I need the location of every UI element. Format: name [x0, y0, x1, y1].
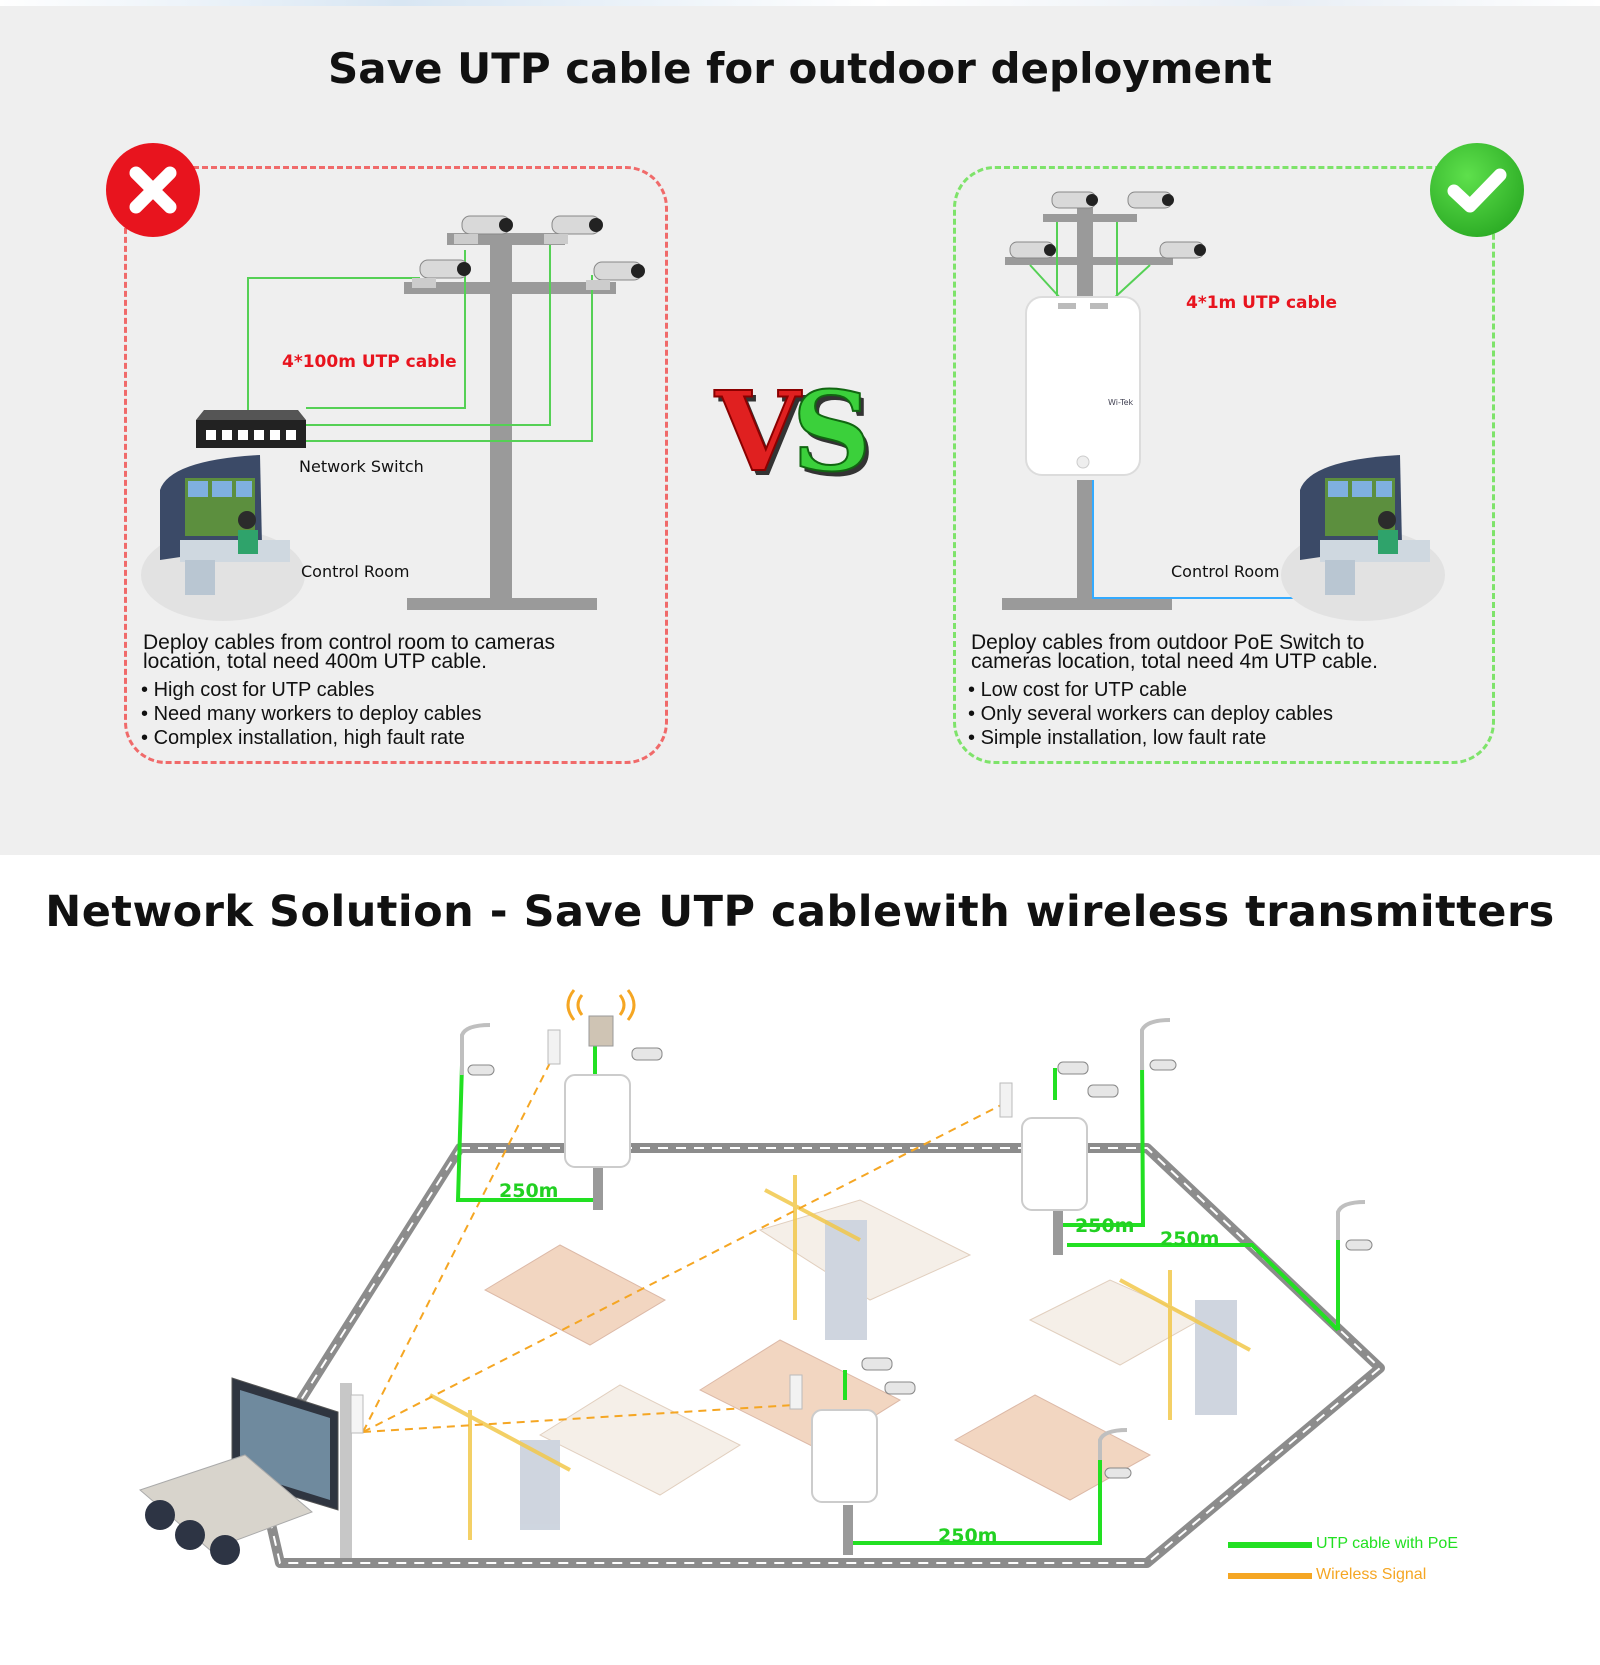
outdoor-switch-poles — [340, 1015, 1088, 1558]
svg-text:V: V — [714, 367, 802, 496]
list-item: Complex installation, high fault rate — [141, 726, 482, 750]
svg-text:Wi-Tek: Wi-Tek — [1108, 398, 1134, 407]
network-switch-device — [196, 410, 306, 448]
check-icon — [1447, 168, 1507, 213]
right-desc-line1: Deploy cables from outdoor PoE Switch to — [971, 631, 1365, 654]
right-pole — [1002, 205, 1173, 610]
right-blue-cable — [1092, 480, 1305, 599]
list-item: Only several workers can deploy cables — [968, 702, 1333, 726]
distance-label: 250m — [938, 1525, 998, 1547]
list-item: High cost for UTP cables — [141, 678, 482, 702]
page-title: Save UTP cable for outdoor deployment — [328, 44, 1272, 93]
left-control-room-label: Control Room — [301, 562, 410, 581]
right-desc-line2: cameras location, total need 4m UTP cabl… — [971, 650, 1378, 673]
cross-badge — [106, 143, 200, 237]
check-badge — [1430, 143, 1524, 237]
wireless-signal-lines — [362, 1052, 1006, 1433]
right-bullet-list: Low cost for UTP cable Only several work… — [968, 678, 1333, 750]
right-cameras — [1009, 191, 1206, 259]
vs-graphic: V V S S — [713, 366, 875, 501]
left-cameras — [412, 215, 645, 290]
good-approach-box — [953, 166, 1495, 764]
left-control-room — [141, 455, 305, 621]
svg-text:V: V — [718, 372, 806, 501]
list-item: Need many workers to deploy cables — [141, 702, 482, 726]
distance-label: 250m — [1075, 1215, 1135, 1237]
right-short-cables — [1029, 222, 1151, 301]
monitoring-center — [139, 1377, 339, 1565]
right-control-room — [1281, 455, 1445, 621]
bottom-cameras — [467, 1047, 1373, 1479]
svg-text:S: S — [796, 372, 875, 501]
legend-utp-label: UTP cable with PoE — [1316, 1535, 1458, 1552]
outdoor-poe-switch: Wi-Tek — [1025, 296, 1141, 476]
svg-text:S: S — [792, 367, 871, 496]
network-switch-label: Network Switch — [299, 457, 424, 476]
tower-cranes — [429, 1175, 1251, 1540]
list-item: Low cost for UTP cable — [968, 678, 1333, 702]
left-utp-cables — [216, 245, 593, 442]
bad-approach-box — [124, 166, 668, 764]
left-bullet-list: High cost for UTP cables Need many worke… — [141, 678, 482, 750]
antenna-signal-icon — [566, 989, 636, 1021]
left-desc-line1: Deploy cables from control room to camer… — [143, 631, 555, 654]
cross-icon — [129, 166, 177, 214]
right-cable-label: 4*1m UTP cable — [1186, 293, 1338, 313]
left-desc-line2: location, total need 400m UTP cable. — [143, 650, 487, 673]
top-decorative-strip — [0, 0, 1600, 6]
right-control-room-label: Control Room — [1171, 562, 1280, 581]
solution-title: Network Solution - Save UTP cablewith wi… — [45, 887, 1555, 937]
comparison-illustrations: V V S S Wi-Tek — [141, 191, 1445, 621]
distance-label: 250m — [1160, 1228, 1220, 1250]
list-item: Simple installation, low fault rate — [968, 726, 1333, 750]
distance-label: 250m — [499, 1180, 559, 1202]
legend-wireless-label: Wireless Signal — [1316, 1566, 1427, 1583]
left-cable-label: 4*100m UTP cable — [282, 352, 457, 372]
street-lights — [460, 1018, 1366, 1460]
